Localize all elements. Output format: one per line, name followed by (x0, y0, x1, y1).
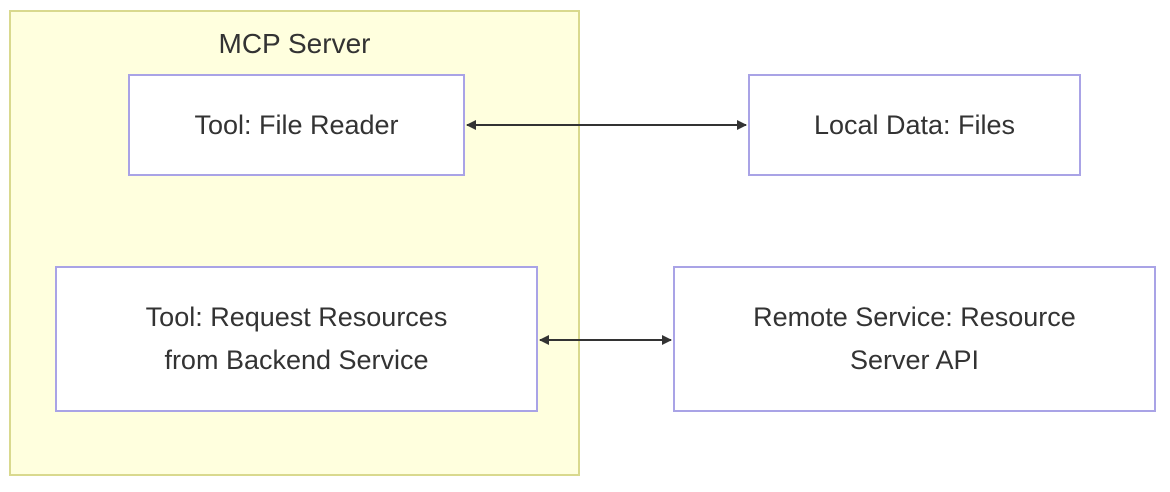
node-label-line-1: Tool: Request Resources (145, 302, 448, 332)
local-data-files-node: Local Data: Files (748, 74, 1081, 176)
cluster-title: MCP Server (218, 28, 371, 59)
tool-request-resources-node: Tool: Request Resources from Backend Ser… (55, 266, 538, 412)
remote-service-node: Remote Service: Resource Server API (673, 266, 1156, 412)
node-label: Local Data: Files (813, 109, 1016, 140)
node-label-line-1: Remote Service: Resource (753, 302, 1076, 332)
node-label: Tool: File Reader (194, 109, 399, 140)
node-label-line-2: from Backend Service (164, 345, 429, 375)
node-label-line-2: Server API (849, 345, 980, 375)
tool-file-reader-node: Tool: File Reader (128, 74, 465, 176)
